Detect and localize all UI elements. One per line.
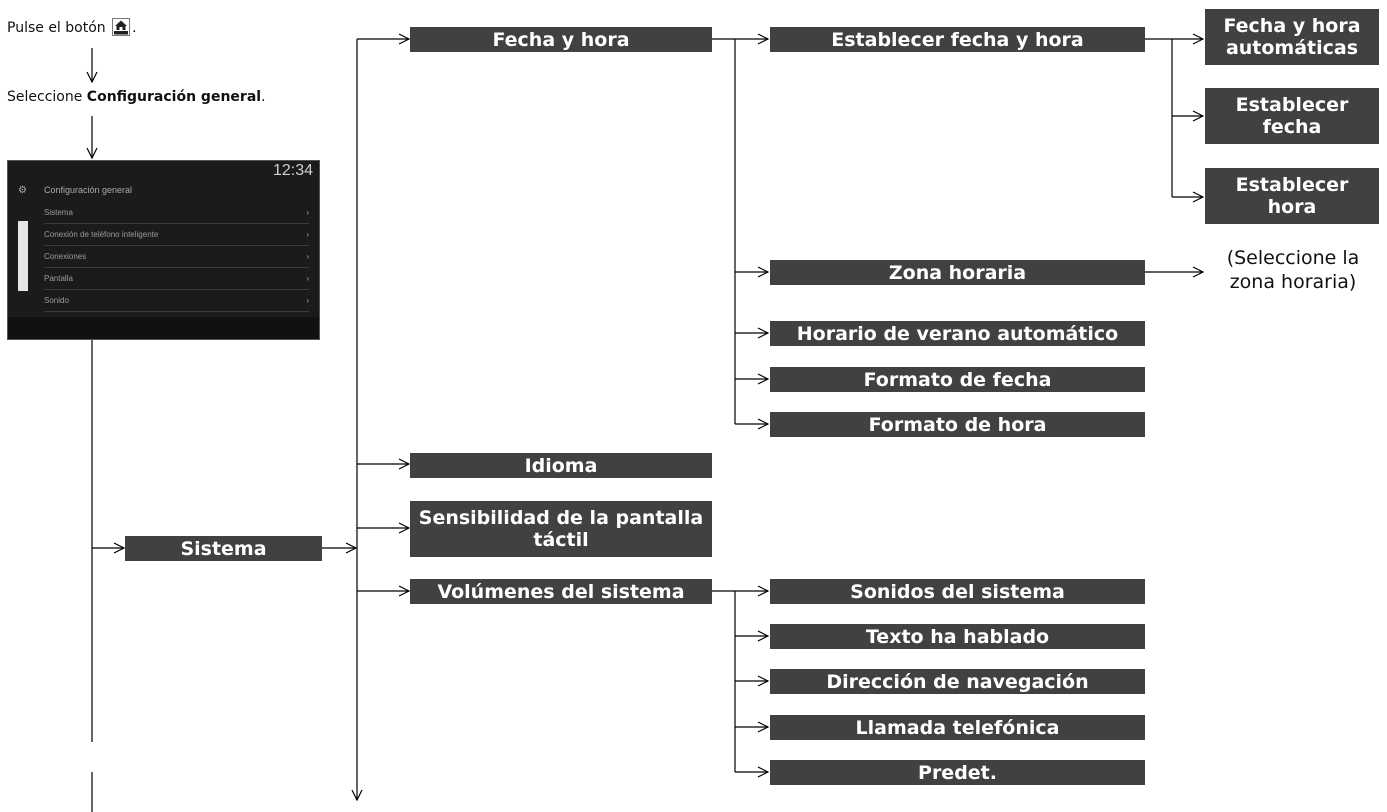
chevron-right-icon: › — [306, 274, 309, 283]
screen-list-item: Conexiones › — [44, 247, 309, 268]
node-predet: Predet. — [770, 760, 1145, 785]
instruction-punct: . — [132, 20, 137, 36]
screen-item-label: Conexiones — [44, 252, 87, 261]
node-sensibilidad: Sensibilidad de la pantalla táctil — [410, 501, 712, 557]
screen-list-item: Pantalla › — [44, 269, 309, 290]
instruction-step-1: Pulse el botón . — [7, 18, 137, 37]
chevron-right-icon: › — [306, 230, 309, 239]
node-establecer-fecha-y-hora: Establecer fecha y hora — [770, 27, 1145, 52]
screen-item-label: Pantalla — [44, 274, 73, 283]
instruction-step-2: Seleccione Configuración general. — [7, 88, 266, 106]
screen-thumbnail: 12:34 ⚙ Configuración general Sistema › C… — [7, 160, 320, 340]
screen-list-item: Sonido › — [44, 291, 309, 312]
instruction-bold: Configuración general — [86, 89, 262, 105]
node-sistema: Sistema — [125, 536, 322, 561]
node-llamada-telefonica: Llamada telefónica — [770, 715, 1145, 740]
node-horario-verano: Horario de verano automático — [770, 321, 1145, 346]
screen-list-item: Sistema › — [44, 203, 309, 224]
screen-item-label: Sonido — [44, 296, 69, 305]
chevron-right-icon: › — [306, 252, 309, 261]
chevron-right-icon: › — [306, 208, 309, 217]
instruction-punct: . — [261, 89, 266, 105]
node-zona-horaria: Zona horaria — [770, 260, 1145, 285]
gear-icon: ⚙ — [18, 185, 27, 196]
node-direccion-navegacion: Dirección de navegación — [770, 669, 1145, 694]
node-fecha-y-hora: Fecha y hora — [410, 27, 712, 52]
node-formato-fecha: Formato de fecha — [770, 367, 1145, 392]
screen-bottom-bar — [8, 317, 319, 339]
node-seleccione-zona: (Seleccione la zona horaria) — [1226, 247, 1360, 293]
screen-item-label: Sistema — [44, 208, 73, 217]
node-establecer-fecha: Establecer fecha — [1205, 88, 1379, 144]
screen-status-bar: 12:34 — [8, 161, 319, 183]
screen-clock: 12:34 — [272, 162, 313, 179]
node-establecer-hora: Establecer hora — [1205, 168, 1379, 224]
instruction-text: Pulse el botón — [7, 20, 106, 36]
node-idioma: Idioma — [410, 453, 712, 478]
instruction-text: Seleccione — [7, 89, 87, 105]
home-button-icon — [112, 18, 131, 36]
screen-scrollbar — [18, 221, 28, 291]
screen-list-item: Conexión de teléfono inteligente › — [44, 225, 309, 246]
node-texto-hablado: Texto ha hablado — [770, 624, 1145, 649]
screen-title: Configuración general — [44, 185, 133, 195]
node-formato-hora: Formato de hora — [770, 412, 1145, 437]
screen-item-label: Conexión de teléfono inteligente — [44, 230, 159, 239]
node-sonidos-sistema: Sonidos del sistema — [770, 579, 1145, 604]
node-volumenes: Volúmenes del sistema — [410, 579, 712, 604]
chevron-right-icon: › — [306, 296, 309, 305]
node-fecha-hora-automaticas: Fecha y hora automáticas — [1205, 9, 1379, 65]
